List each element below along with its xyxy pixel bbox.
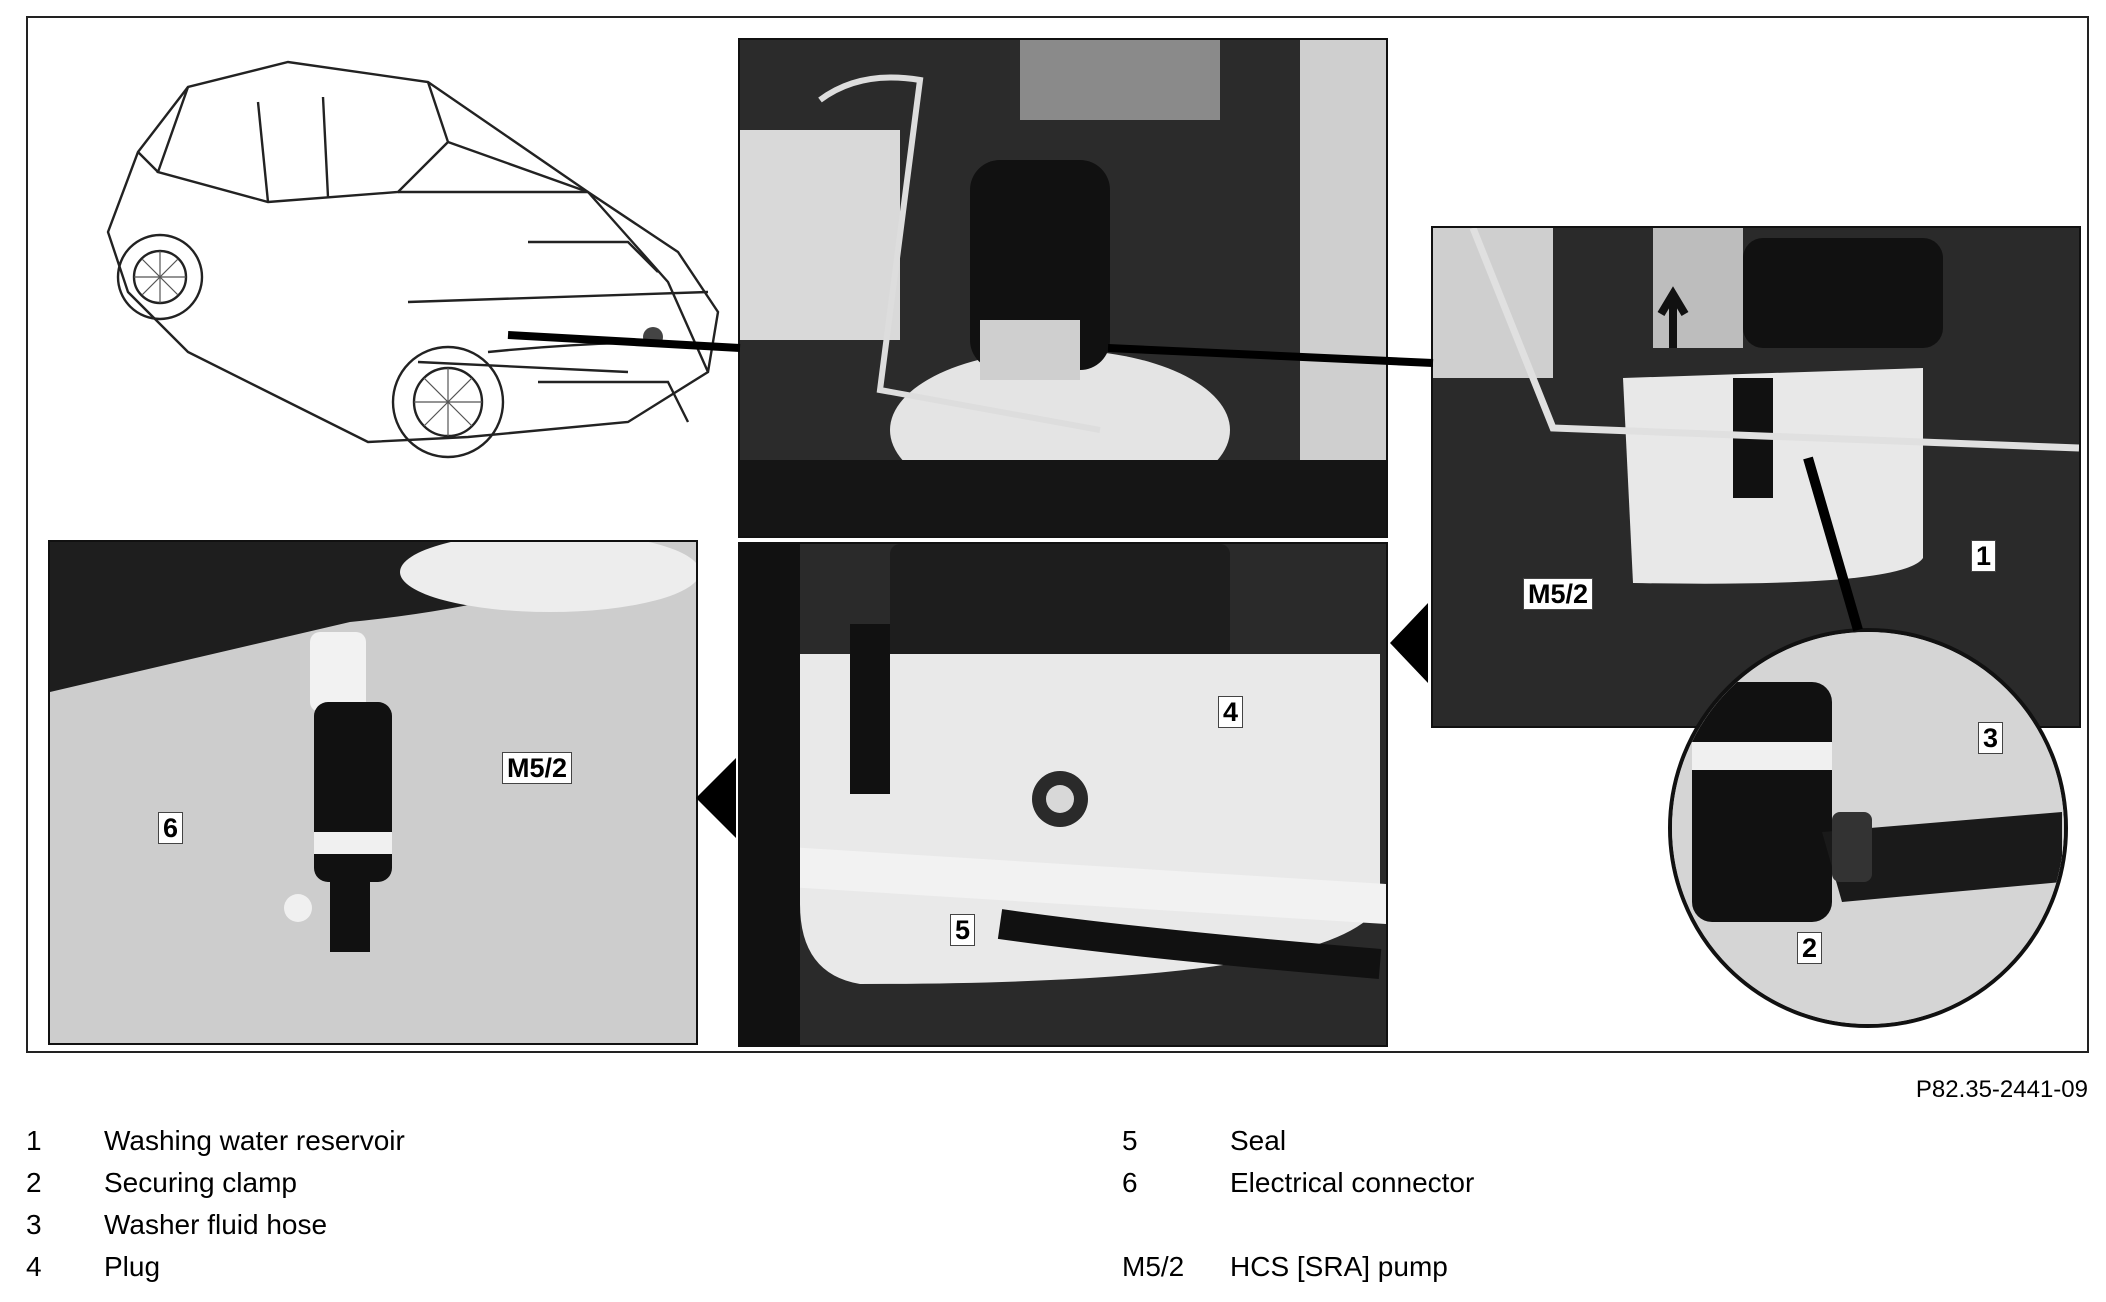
callout-pump-label-top: M5/2: [1523, 578, 1594, 610]
legend-right: 5 Seal 6 Electrical connector M5/2 HCS […: [1122, 1120, 1474, 1288]
callout-2: 2: [1797, 932, 1823, 964]
car-drawing: [106, 60, 720, 459]
car-illustration: [68, 42, 748, 472]
legend-left: 1 Washing water reservoir 2 Securing cla…: [26, 1120, 405, 1288]
legend-item: 2 Securing clamp: [26, 1167, 297, 1198]
reservoir-plug-image: [740, 544, 1386, 1045]
reservoir-pump-photo: M5/2 1: [1431, 226, 2081, 728]
engine-bay-image: [740, 40, 1386, 536]
legend-item: M5/2 HCS [SRA] pump: [1122, 1251, 1448, 1282]
figure-reference-code: P82.35-2441-09: [1915, 1076, 2088, 1103]
pump-detail-image: [50, 542, 696, 1043]
figure-frame: M5/2 1 3 2 4 5: [26, 16, 2089, 1053]
legend-item: 6 Electrical connector: [1122, 1167, 1475, 1198]
engine-bay-photo: [738, 38, 1388, 538]
callout-5: 5: [950, 914, 976, 946]
arrow-left-icon: [696, 758, 736, 838]
callout-3: 3: [1978, 722, 2004, 754]
pump-detail-photo: 6 M5/2: [48, 540, 698, 1045]
legend-item: 1 Washing water reservoir: [26, 1125, 405, 1156]
detail-magnifier-image: [1672, 632, 2064, 1024]
reservoir-plug-photo: 4 5: [738, 542, 1388, 1047]
legend-item: 3 Washer fluid hose: [26, 1209, 328, 1240]
location-marker: [643, 327, 663, 347]
callout-6: 6: [158, 812, 184, 844]
legend-item: 4 Plug: [26, 1251, 161, 1282]
reservoir-pump-image: [1433, 228, 2079, 726]
callout-1: 1: [1971, 540, 1997, 572]
legend-item: 5 Seal: [1122, 1125, 1287, 1156]
callout-pump-label-bottom: M5/2: [502, 752, 573, 784]
arrow-left-icon: [1390, 603, 1428, 683]
callout-4: 4: [1218, 696, 1244, 728]
detail-magnifier: 3 2: [1668, 628, 2068, 1028]
